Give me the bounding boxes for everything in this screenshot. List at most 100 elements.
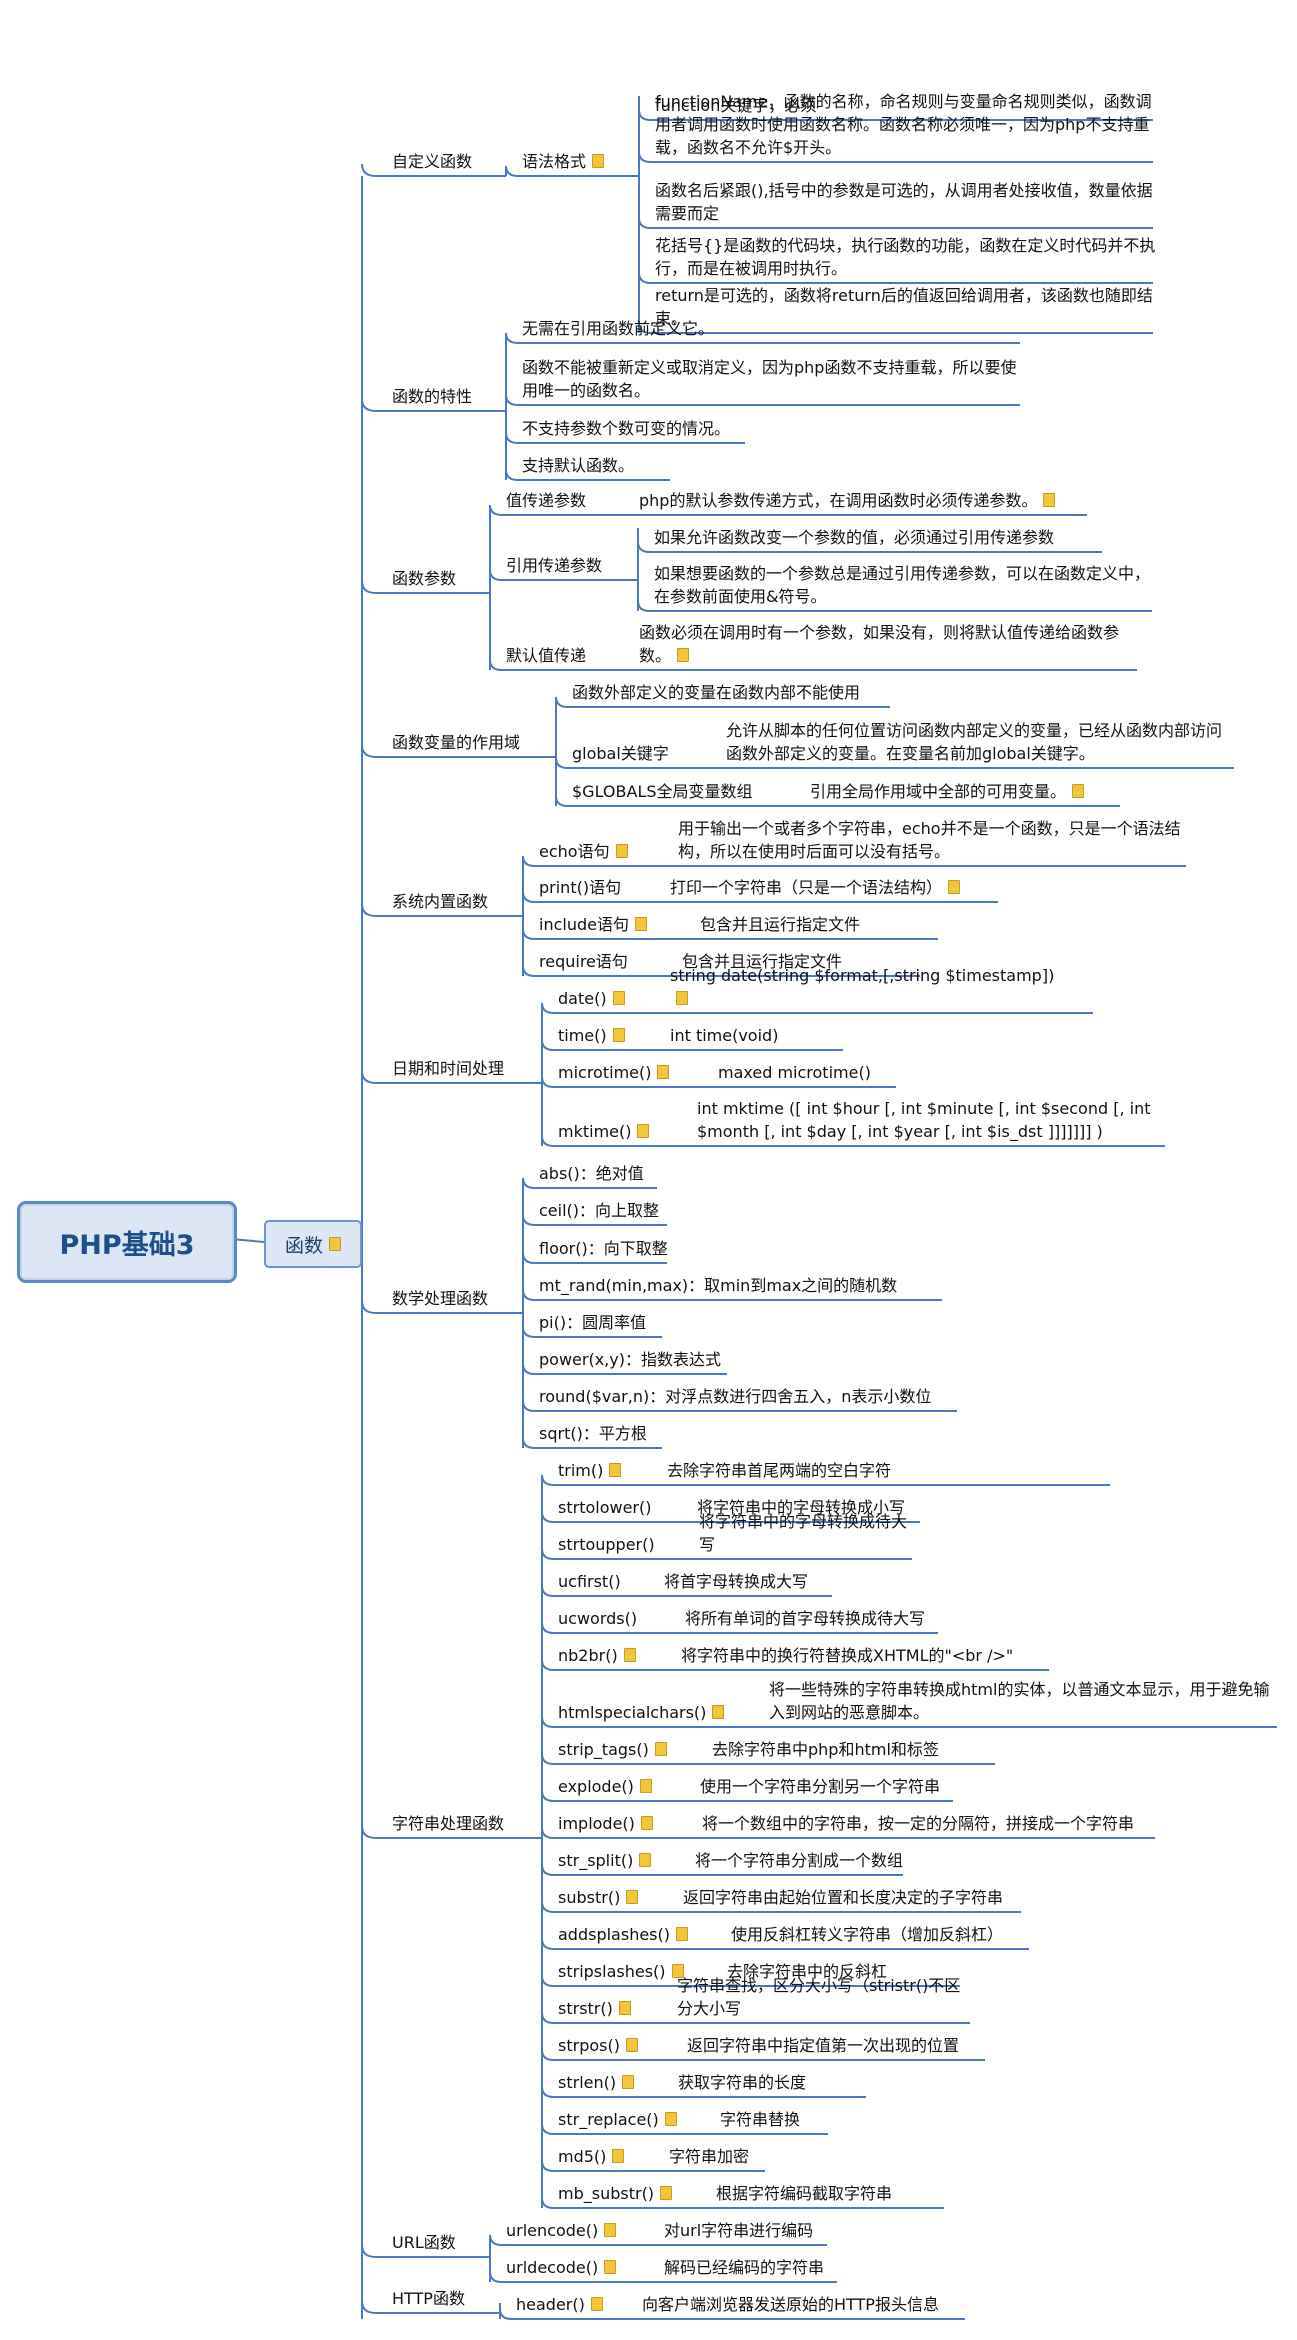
subtopic-7-14-0[interactable]: 字符串查找，区分大小写（stristr()不区分大小写 bbox=[677, 1974, 972, 2020]
branch-7[interactable]: 字符串处理函数 bbox=[392, 1812, 577, 1835]
note-icon[interactable] bbox=[676, 1927, 688, 1941]
branch-9[interactable]: HTTP函数 bbox=[392, 2287, 527, 2310]
subtopic-0-0-3[interactable]: 花括号{}是函数的代码块，执行函数的功能，函数在定义时代码并不执行，而是在被调用… bbox=[655, 234, 1165, 280]
subtopic-0-0-2[interactable]: 函数名后紧跟(),括号中的参数是可选的，从调用者处接收值，数量依据需要而定 bbox=[655, 179, 1165, 225]
subtopic-3-2-0[interactable]: 引用全局作用域中全部的可用变量。 bbox=[810, 780, 1100, 803]
note-icon[interactable] bbox=[623, 1648, 636, 1662]
topic-4-1[interactable]: print()语句 bbox=[539, 876, 669, 899]
topic-7-3[interactable]: ucfirst() bbox=[558, 1570, 683, 1593]
topic-6-6[interactable]: round($var,n)：对浮点数进行四舍五入，n表示小数位 bbox=[539, 1385, 959, 1408]
note-icon[interactable] bbox=[637, 1124, 650, 1138]
subtopic-2-1-0[interactable]: 如果允许函数改变一个参数的值，必须通过引用传递参数 bbox=[654, 526, 1094, 549]
topic-3-1[interactable]: global关键字 bbox=[572, 742, 740, 765]
note-icon[interactable] bbox=[640, 1816, 653, 1830]
subtopic-7-3-0[interactable]: 将首字母转换成大写 bbox=[664, 1570, 834, 1593]
topic-3-0[interactable]: 函数外部定义的变量在函数内部不能使用 bbox=[572, 681, 892, 704]
note-icon[interactable] bbox=[626, 1890, 639, 1904]
note-icon[interactable] bbox=[609, 1463, 622, 1477]
topic-6-0[interactable]: abs()：绝对值 bbox=[539, 1162, 659, 1185]
branch-6[interactable]: 数学处理函数 bbox=[392, 1287, 567, 1310]
subtopic-7-5-0[interactable]: 将字符串中的换行符替换成XHTML的"<br />" bbox=[681, 1644, 1051, 1667]
note-icon[interactable] bbox=[948, 880, 961, 894]
note-icon[interactable] bbox=[612, 2149, 625, 2163]
note-icon[interactable] bbox=[654, 1742, 667, 1756]
subtopic-8-0-0[interactable]: 对url字符串进行编码 bbox=[664, 2219, 829, 2242]
topic-5-2[interactable]: microtime() bbox=[558, 1061, 705, 1084]
subtopic-2-1-1[interactable]: 如果想要函数的一个参数总是通过引用传递参数，可以在函数定义中，在参数前面使用&符… bbox=[654, 562, 1164, 608]
note-icon[interactable] bbox=[622, 2075, 635, 2089]
topic-7-2[interactable]: strtoupper() bbox=[558, 1533, 708, 1556]
subtopic-7-2-0[interactable]: 将字符串中的字母转换成待大写 bbox=[699, 1510, 914, 1556]
note-icon[interactable] bbox=[660, 2186, 673, 2200]
topic-7-16[interactable]: strlen() bbox=[558, 2071, 686, 2094]
subtopic-7-19-0[interactable]: 根据字符编码截取字符串 bbox=[716, 2182, 946, 2205]
topic-7-10[interactable]: str_split() bbox=[558, 1849, 698, 1872]
note-icon[interactable] bbox=[657, 1065, 670, 1079]
note-icon[interactable] bbox=[615, 844, 628, 858]
note-icon[interactable] bbox=[612, 1028, 625, 1042]
note-icon[interactable] bbox=[671, 1964, 684, 1978]
subtopic-4-3-0[interactable]: 包含并且运行指定文件 bbox=[682, 950, 902, 973]
subtopic-0-0-4[interactable]: return是可选的，函数将return后的值返回给调用者，该函数也随即结束。 bbox=[655, 284, 1165, 330]
note-icon[interactable] bbox=[590, 2297, 603, 2311]
note-icon[interactable] bbox=[604, 2260, 617, 2274]
subtopic-5-0-0[interactable]: string date(string $format,[,string $tim… bbox=[670, 964, 1070, 1010]
subtopic-5-1-0[interactable]: int time(void) bbox=[670, 1024, 830, 1047]
subtopic-7-1-0[interactable]: 将字符串中的字母转换成小写 bbox=[697, 1496, 922, 1519]
topic-7-0[interactable]: trim() bbox=[558, 1459, 680, 1482]
subtopic-0-0-0[interactable]: function关键字，必须 bbox=[655, 94, 1165, 117]
topic-8-0[interactable]: urlencode() bbox=[506, 2219, 654, 2242]
root-topic[interactable]: PHP基础3 bbox=[17, 1201, 237, 1283]
note-icon[interactable] bbox=[604, 2223, 617, 2237]
topic-2-1[interactable]: 引用传递参数 bbox=[506, 554, 661, 577]
topic-7-13[interactable]: stripslashes() bbox=[558, 1960, 713, 1983]
note-icon[interactable] bbox=[712, 1705, 725, 1719]
subtopic-7-8-0[interactable]: 使用一个字符串分割另一个字符串 bbox=[700, 1775, 955, 1798]
subtopic-2-0-0[interactable]: php的默认参数传递方式，在调用函数时必须传递参数。 bbox=[639, 489, 1079, 512]
topic-6-7[interactable]: sqrt()：平方根 bbox=[539, 1422, 664, 1445]
subtopic-7-9-0[interactable]: 将一个数组中的字符串，按一定的分隔符，拼接成一个字符串 bbox=[702, 1812, 1157, 1835]
subtopic-3-1-0[interactable]: 允许从脚本的任何位置访问函数内部定义的变量，已经从函数内部访问函数外部定义的变量… bbox=[726, 719, 1226, 765]
topic-1-3[interactable]: 支持默认函数。 bbox=[522, 454, 672, 477]
topic-3-2[interactable]: $GLOBALS全局变量数组 bbox=[572, 780, 822, 803]
topic-7-17[interactable]: str_replace() bbox=[558, 2108, 711, 2131]
note-icon[interactable] bbox=[677, 648, 690, 662]
topic-6-5[interactable]: power(x,y)：指数表达式 bbox=[539, 1348, 729, 1371]
branch-4[interactable]: 系统内置函数 bbox=[392, 890, 567, 913]
note-icon[interactable] bbox=[1043, 493, 1056, 507]
topic-7-1[interactable]: strtolower() bbox=[558, 1496, 708, 1519]
topic-7-12[interactable]: addsplashes() bbox=[558, 1923, 718, 1946]
subtopic-7-16-0[interactable]: 获取字符串的长度 bbox=[678, 2071, 868, 2094]
topic-8-1[interactable]: urldecode() bbox=[506, 2256, 654, 2279]
subtopic-9-0-0[interactable]: 向客户端浏览器发送原始的HTTP报头信息 bbox=[642, 2293, 967, 2316]
note-icon[interactable] bbox=[639, 1779, 652, 1793]
topic-7-15[interactable]: strpos() bbox=[558, 2034, 688, 2057]
topic-0-0[interactable]: 语法格式 bbox=[522, 150, 657, 173]
subtopic-5-2-0[interactable]: maxed microtime() bbox=[718, 1061, 878, 1084]
topic-1-1[interactable]: 函数不能被重新定义或取消定义，因为php函数不支持重载，所以要使用唯一的函数名。 bbox=[522, 356, 1022, 402]
subtopic-4-0-0[interactable]: 用于输出一个或者多个字符串，echo并不是一个函数，只是一个语法结构，所以在使用… bbox=[678, 817, 1183, 863]
note-icon[interactable] bbox=[612, 991, 625, 1005]
topic-7-9[interactable]: implode() bbox=[558, 1812, 698, 1835]
topic-9-0[interactable]: header() bbox=[516, 2293, 636, 2316]
topic-6-2[interactable]: floor()：向下取整 bbox=[539, 1237, 669, 1260]
branch-0[interactable]: 自定义函数 bbox=[392, 150, 542, 173]
subtopic-8-1-0[interactable]: 解码已经编码的字符串 bbox=[664, 2256, 839, 2279]
note-icon[interactable] bbox=[676, 991, 688, 1005]
topic-5-3[interactable]: mktime() bbox=[558, 1120, 686, 1143]
subtopic-4-2-0[interactable]: 包含并且运行指定文件 bbox=[700, 913, 920, 936]
branch-5[interactable]: 日期和时间处理 bbox=[392, 1057, 577, 1080]
note-icon[interactable] bbox=[618, 2001, 631, 2015]
note-icon[interactable] bbox=[639, 1853, 652, 1867]
subtopic-7-6-0[interactable]: 将一些特殊的字符串转换成html的实体，以普通文本显示，用于避免输入到网站的恶意… bbox=[769, 1678, 1279, 1724]
topic-6-4[interactable]: pi()：圆周率值 bbox=[539, 1311, 664, 1334]
topic-7-7[interactable]: strip_tags() bbox=[558, 1738, 700, 1761]
topic-7-11[interactable]: substr() bbox=[558, 1886, 693, 1909]
note-icon[interactable] bbox=[1072, 784, 1085, 798]
subtopic-7-10-0[interactable]: 将一个字符串分割成一个数组 bbox=[695, 1849, 905, 1872]
note-icon[interactable] bbox=[329, 1237, 341, 1251]
subtopic-7-12-0[interactable]: 使用反斜杠转义字符串（增加反斜杠） bbox=[731, 1923, 1031, 1946]
topic-5-1[interactable]: time() bbox=[558, 1024, 680, 1047]
topic-4-3[interactable]: require语句 bbox=[539, 950, 664, 973]
subtopic-7-0-0[interactable]: 去除字符串首尾两端的空白字符 bbox=[667, 1459, 1112, 1482]
